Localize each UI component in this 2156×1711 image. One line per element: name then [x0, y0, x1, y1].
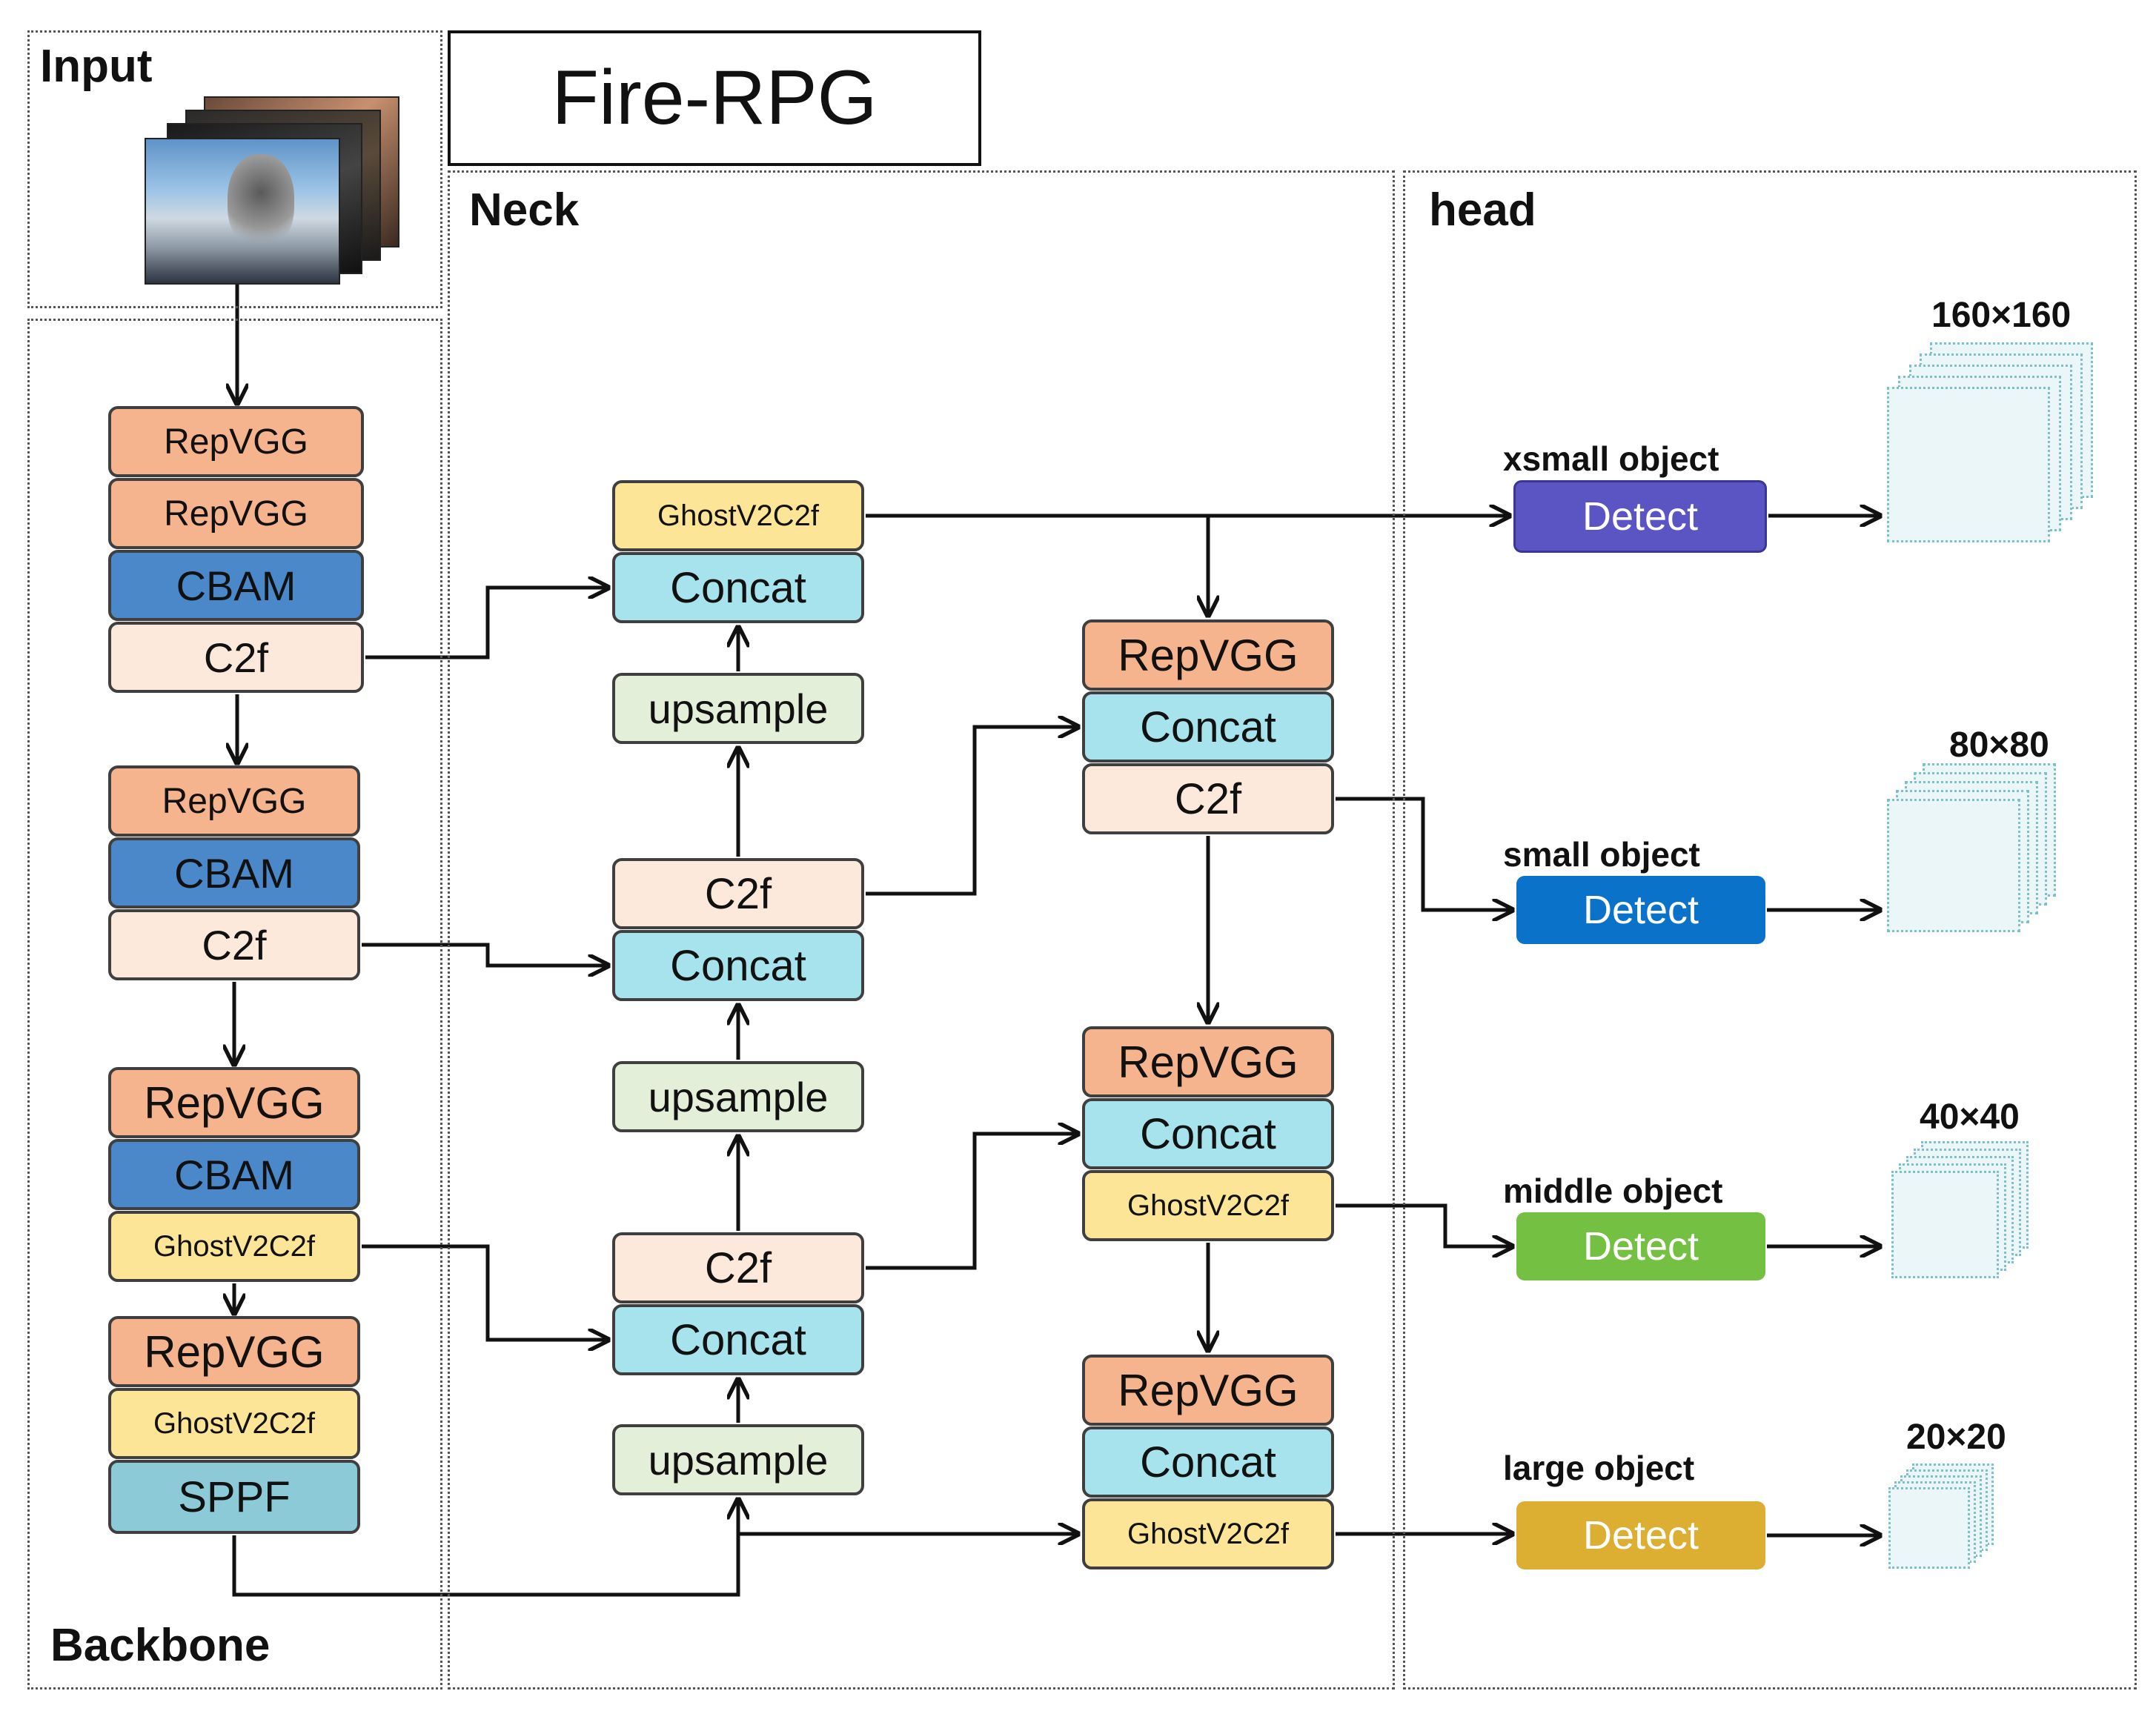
arrow-ghost-mid-to-detect-middle	[1336, 1203, 1513, 1246]
head-section	[1403, 170, 2137, 1690]
arrow-backbone-ghost1-to-neck-concat3	[362, 1244, 609, 1340]
neck-repvgg-1: RepVGG	[1082, 619, 1334, 691]
backbone-section-label: Backbone	[50, 1620, 271, 1671]
neck-concat-6: Concat	[1082, 1426, 1334, 1498]
neck-ghostv2c2f-mid: GhostV2C2f	[1082, 1170, 1334, 1241]
feature-map-40	[1891, 1141, 2054, 1304]
neck-c2f-1: C2f	[612, 858, 864, 929]
title-box: Fire-RPG	[448, 30, 981, 166]
head-section-label: head	[1429, 185, 1536, 236]
backbone-sppf: SPPF	[108, 1460, 360, 1534]
neck-concat-5: Concat	[1082, 1098, 1334, 1169]
neck-c2f-2: C2f	[612, 1232, 864, 1303]
neck-upsample-1: upsample	[612, 673, 864, 744]
input-section	[27, 30, 442, 308]
neck-section	[448, 170, 1395, 1690]
smoke-plume	[228, 154, 294, 250]
feature-map-80	[1887, 763, 2072, 956]
neck-c2f-3: C2f	[1082, 763, 1334, 834]
backbone-repvgg-2: RepVGG	[108, 478, 364, 549]
feature-map-layer	[1891, 1171, 1999, 1278]
arrow-neck-c2f1-to-concat4	[866, 727, 1079, 896]
xsmall-object-label: xsmall object	[1503, 439, 1719, 478]
neck-ghostv2c2f-bottom: GhostV2C2f	[1082, 1498, 1334, 1569]
backbone-c2f-2: C2f	[108, 909, 360, 980]
backbone-cbam-2: CBAM	[108, 837, 360, 908]
arrow-c2f3-to-detect-small	[1336, 797, 1513, 910]
neck-upsample-2: upsample	[612, 1061, 864, 1132]
neck-repvgg-3: RepVGG	[1082, 1355, 1334, 1426]
backbone-repvgg-3: RepVGG	[108, 765, 360, 837]
neck-repvgg-2: RepVGG	[1082, 1026, 1334, 1097]
arrow-backbone-c2f2-to-neck-concat2	[362, 943, 609, 966]
neck-ghostv2c2f-top: GhostV2C2f	[612, 480, 864, 551]
size-label-20: 20×20	[1906, 1418, 2006, 1457]
backbone-repvgg-5: RepVGG	[108, 1316, 360, 1387]
detect-xsmall: Detect	[1513, 480, 1767, 553]
diagram-title: Fire-RPG	[551, 55, 878, 141]
feature-map-layer	[1888, 1487, 1970, 1569]
size-label-40: 40×40	[1920, 1097, 2020, 1137]
backbone-repvgg-1: RepVGG	[108, 406, 364, 477]
large-object-label: large object	[1503, 1449, 1695, 1487]
neck-upsample-3: upsample	[612, 1424, 864, 1495]
input-image-stack	[145, 96, 399, 285]
backbone-ghostv2c2f-1: GhostV2C2f	[108, 1211, 360, 1282]
backbone-c2f-1: C2f	[108, 622, 364, 693]
neck-concat-1: Concat	[612, 552, 864, 623]
backbone-cbam-3: CBAM	[108, 1139, 360, 1210]
arrow-backbone-c2f1-to-neck-concat1	[365, 588, 609, 660]
feature-map-layer	[1887, 387, 2050, 542]
neck-concat-2: Concat	[612, 930, 864, 1001]
backbone-ghostv2c2f-2: GhostV2C2f	[108, 1388, 360, 1459]
detect-small: Detect	[1516, 876, 1765, 944]
detect-middle: Detect	[1516, 1212, 1765, 1280]
backbone-cbam-1: CBAM	[108, 550, 364, 621]
size-label-160: 160×160	[1931, 296, 2072, 335]
input-image-front	[145, 138, 340, 285]
size-label-80: 80×80	[1949, 725, 2049, 765]
arrow-sppf-to-upsample3	[232, 1498, 738, 1597]
backbone-repvgg-4: RepVGG	[108, 1067, 360, 1138]
backbone-section	[27, 319, 442, 1690]
neck-concat-4: Concat	[1082, 691, 1334, 763]
arrow-neck-c2f2-to-concat5	[866, 1134, 1079, 1270]
feature-map-20	[1888, 1464, 2022, 1582]
neck-concat-3: Concat	[612, 1304, 864, 1375]
middle-object-label: middle object	[1503, 1172, 1723, 1210]
feature-map-layer	[1887, 799, 2020, 932]
feature-map-160	[1887, 342, 2109, 565]
neck-section-label: Neck	[469, 185, 580, 236]
input-section-label: Input	[40, 41, 153, 92]
small-object-label: small object	[1503, 835, 1700, 874]
detect-large: Detect	[1516, 1501, 1765, 1569]
